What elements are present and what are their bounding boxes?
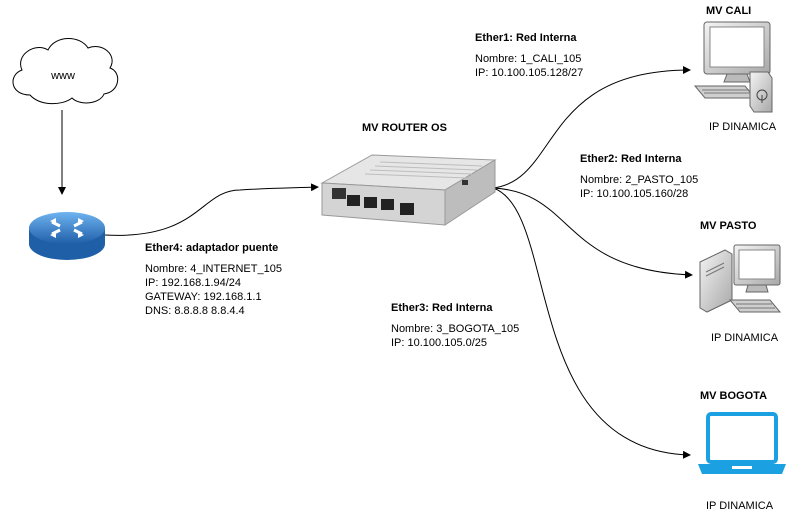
ether3-ip: IP: 10.100.105.0/25 xyxy=(391,337,488,349)
mv-bogota-ip: IP DINAMICA xyxy=(706,500,774,512)
ether4-info: Ether4: adaptador puente Nombre: 4_INTER… xyxy=(145,241,282,318)
ether2-name: Nombre: 2_PASTO_105 xyxy=(580,174,699,186)
ether4-heading: Ether4: adaptador puente xyxy=(145,242,279,254)
router-os-device-icon xyxy=(320,154,497,226)
ether4-gateway: GATEWAY: 192.168.1.1 xyxy=(145,291,262,303)
ether1-name: Nombre: 1_CALI_105 xyxy=(475,53,582,65)
mv-pasto-title: MV PASTO xyxy=(700,220,757,232)
ether1-info: Ether1: Red Interna Nombre: 1_CALI_105 I… xyxy=(475,31,583,80)
pc-pasto-icon xyxy=(699,244,782,313)
laptop-bogota-icon xyxy=(698,412,786,474)
connector-router-mvrouter xyxy=(104,183,319,236)
ether4-ip: IP: 192.168.1.94/24 xyxy=(145,277,242,289)
ether3-info: Ether3: Red Interna Nombre: 3_BOGOTA_105… xyxy=(391,301,519,350)
ether2-heading: Ether2: Red Interna xyxy=(580,153,682,165)
connector-mvrouter-cali xyxy=(492,66,691,189)
cloud-icon xyxy=(12,38,119,105)
cloud-label: www xyxy=(51,70,75,82)
mv-bogota-title: MV BOGOTA xyxy=(700,390,768,402)
router-os-title: MV ROUTER OS xyxy=(362,122,447,134)
pc-cali-icon xyxy=(693,21,773,113)
connector-mvrouter-pasto xyxy=(492,187,693,279)
connectors xyxy=(58,66,693,459)
ether2-ip: IP: 10.100.105.160/28 xyxy=(580,188,689,200)
ether3-name: Nombre: 3_BOGOTA_105 xyxy=(391,323,520,335)
ether1-heading: Ether1: Red Interna xyxy=(475,32,577,44)
ether4-dns: DNS: 8.8.8.8 8.8.4.4 xyxy=(145,305,245,317)
mv-cali-ip: IP DINAMICA xyxy=(709,121,777,133)
ether1-ip: IP: 10.100.105.128/27 xyxy=(475,67,584,79)
ether3-heading: Ether3: Red Interna xyxy=(391,302,493,314)
internet-router-icon xyxy=(29,212,105,260)
ether4-name: Nombre: 4_INTERNET_105 xyxy=(145,263,282,275)
ether2-info: Ether2: Red Interna Nombre: 2_PASTO_105 … xyxy=(580,152,698,201)
connector-mvrouter-bogota xyxy=(492,187,691,459)
mv-pasto-ip: IP DINAMICA xyxy=(711,332,779,344)
mv-cali-title: MV CALI xyxy=(706,5,752,17)
